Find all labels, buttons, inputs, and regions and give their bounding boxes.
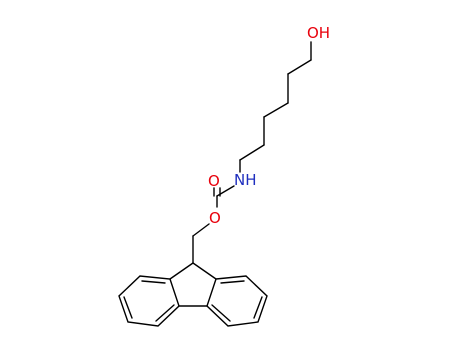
left-benzene-ring <box>118 275 180 327</box>
hydroxyl-label: OH <box>307 24 330 42</box>
bond-c2-c1 <box>239 144 265 161</box>
left-ring-double-2 <box>123 296 133 319</box>
bond-o-ch2 <box>192 223 210 237</box>
right-ring-double-3 <box>211 304 231 322</box>
right-ring-double-2 <box>253 296 263 319</box>
bond-c9-c8a <box>192 262 217 280</box>
ester-oxygen-label: O <box>209 209 221 227</box>
left-ring-double-1 <box>155 304 175 322</box>
hexyl-chain <box>239 41 312 173</box>
atom-labels: OH NH O O <box>208 24 330 227</box>
carbamate-group <box>192 185 235 264</box>
bond-c6-c5 <box>287 59 312 75</box>
amide-nh-label: NH <box>234 171 257 189</box>
fluorenyl-group <box>118 262 268 327</box>
bond-c4-c3 <box>263 102 289 118</box>
right-ring-double-1 <box>220 280 245 284</box>
carbonyl-oxygen-label: O <box>208 172 220 190</box>
bond-c9-c9a <box>169 262 194 280</box>
left-ring-double-3 <box>141 280 166 284</box>
right-benzene-ring <box>206 275 268 327</box>
